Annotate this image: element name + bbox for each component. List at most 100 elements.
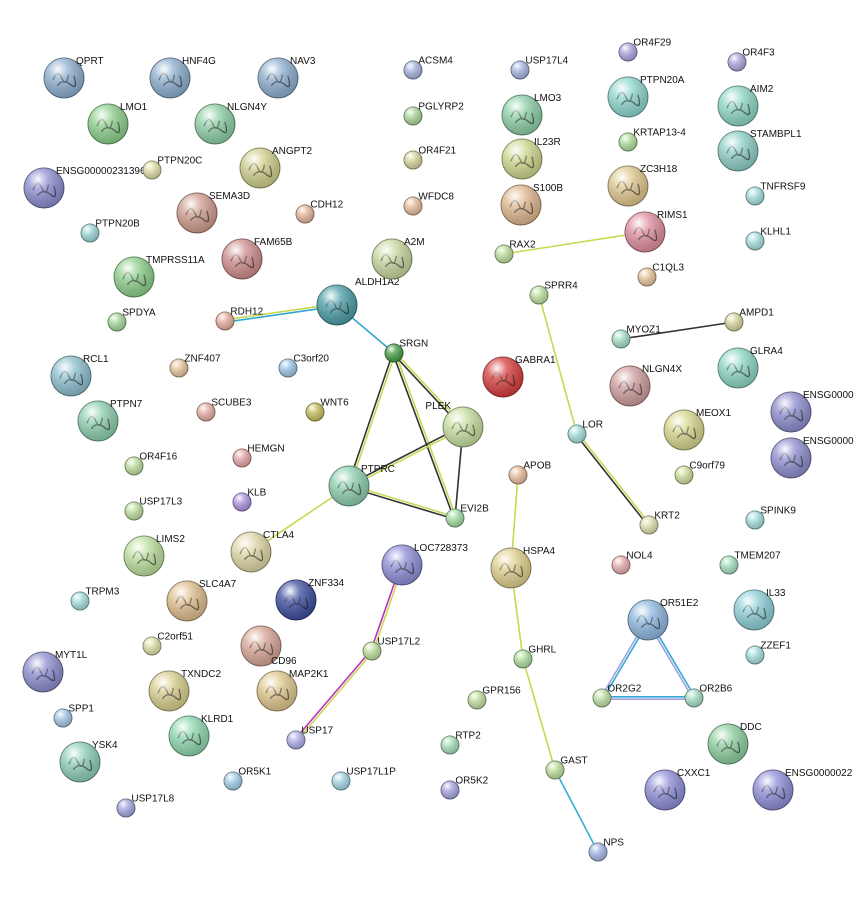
node-apob[interactable]: APOB	[508, 461, 552, 485]
node-ptpn20c[interactable]: PTPN20C	[142, 156, 202, 180]
node-zc3h18[interactable]: ZC3H18	[607, 164, 678, 207]
node-usp17[interactable]: USP17	[286, 726, 334, 750]
node-or4f16[interactable]: OR4F16	[124, 452, 178, 476]
node-rtp2[interactable]: RTP2	[440, 731, 481, 755]
node-or5k1[interactable]: OR5K1	[223, 767, 272, 791]
node-gabra1[interactable]: GABRA1	[482, 355, 556, 398]
node-aim2[interactable]: AIM2	[717, 84, 774, 127]
node-ampd1[interactable]: AMPD1	[724, 308, 774, 332]
node-ensg0000022[interactable]: ENSG0000022	[752, 768, 853, 811]
node-klhl1[interactable]: KLHL1	[745, 227, 791, 251]
node-ptpn20a[interactable]: PTPN20A	[607, 75, 685, 118]
node-ptprc[interactable]: PTPRC	[328, 464, 395, 507]
node-txndc2[interactable]: TXNDC2	[148, 669, 221, 712]
node-usp17l8[interactable]: USP17L8	[116, 794, 175, 818]
node-ysk4[interactable]: YSK4	[59, 740, 118, 783]
node-lor[interactable]: LOR	[567, 420, 603, 444]
node-ptpn20b[interactable]: PTPN20B	[80, 219, 140, 243]
node-spink9[interactable]: SPINK9	[745, 506, 796, 530]
node-krtap13-4[interactable]: KRTAP13-4	[618, 128, 686, 152]
node-fam65b[interactable]: FAM65B	[221, 237, 293, 280]
node-zzef1[interactable]: ZZEF1	[745, 641, 791, 665]
node-evi2b[interactable]: EVI2B	[445, 504, 489, 528]
node-il23r[interactable]: IL23R	[501, 137, 561, 180]
node-pglyrp2[interactable]: PGLYRP2	[403, 102, 464, 126]
node-myoz1[interactable]: MYOZ1	[611, 325, 661, 349]
node-ddc[interactable]: DDC	[707, 722, 762, 765]
node-s100b[interactable]: S100B	[500, 183, 563, 226]
node-sema3d[interactable]: SEMA3D	[176, 191, 250, 234]
node-il33[interactable]: IL33	[733, 588, 786, 631]
node-aldh1a2[interactable]: ALDH1A2	[316, 277, 400, 326]
node-angpt2[interactable]: ANGPT2	[239, 146, 312, 189]
node-c3orf20[interactable]: C3orf20	[278, 354, 329, 378]
node-rcl1[interactable]: RCL1	[50, 354, 109, 397]
node-ptpn7[interactable]: PTPN7	[77, 399, 143, 442]
node-map2k1[interactable]: MAP2K1	[256, 669, 329, 712]
node-klb[interactable]: KLB	[232, 488, 267, 512]
node-krt2[interactable]: KRT2	[639, 511, 680, 535]
node-cxxc1[interactable]: CXXC1	[644, 768, 711, 811]
node-lmo3[interactable]: LMO3	[501, 93, 562, 136]
node-c9orf79[interactable]: C9orf79	[674, 461, 725, 485]
node-gpr156[interactable]: GPR156	[467, 686, 521, 710]
node-nlgn4x[interactable]: NLGN4X	[609, 364, 682, 407]
node-sprr4[interactable]: SPRR4	[529, 281, 578, 305]
node-scube3[interactable]: SCUBE3	[196, 398, 252, 422]
node-ensg0000b[interactable]: ENSG0000	[770, 436, 854, 479]
node-znf407[interactable]: ZNF407	[169, 354, 221, 378]
node-myt1l[interactable]: MYT1L	[22, 650, 88, 693]
node-c1ql3[interactable]: C1QL3	[637, 263, 685, 287]
node-wfdc8[interactable]: WFDC8	[403, 192, 454, 216]
node-srgn[interactable]: SRGN	[384, 339, 428, 363]
node-plek[interactable]: PLEK	[425, 401, 484, 448]
node-or51e2[interactable]: OR51E2	[627, 598, 699, 641]
node-rax2[interactable]: RAX2	[494, 240, 536, 264]
node-ensg0000a[interactable]: ENSG0000	[770, 390, 854, 433]
node-or5k2[interactable]: OR5K2	[440, 776, 489, 800]
node-stambpl1[interactable]: STAMBPL1	[717, 129, 802, 172]
node-hemgn[interactable]: HEMGN	[232, 444, 285, 468]
node-slc4a7[interactable]: SLC4A7	[166, 579, 237, 622]
node-wnt6[interactable]: WNT6	[305, 398, 349, 422]
node-gast[interactable]: GAST	[545, 756, 588, 780]
node-ensg00000231396[interactable]: ENSG00000231396	[23, 166, 146, 209]
node-klrd1[interactable]: KLRD1	[168, 714, 234, 757]
node-tnfrsf9[interactable]: TNFRSF9	[745, 182, 806, 206]
node-nps[interactable]: NPS	[588, 838, 624, 862]
node-usp17l4[interactable]: USP17L4	[510, 56, 569, 80]
node-rims1[interactable]: RIMS1	[624, 210, 688, 253]
node-hnf4g[interactable]: HNF4G	[149, 56, 216, 99]
node-or4f21[interactable]: OR4F21	[403, 146, 457, 170]
node-lmo1[interactable]: LMO1	[87, 102, 148, 145]
node-tmprss11a[interactable]: TMPRSS11A	[113, 255, 205, 298]
node-or4f3[interactable]: OR4F3	[727, 48, 775, 72]
node-qprt[interactable]: QPRT	[43, 56, 104, 99]
node-tmem207[interactable]: TMEM207	[719, 551, 781, 575]
node-hspa4[interactable]: HSPA4	[490, 546, 555, 589]
node-usp17l2[interactable]: USP17L2	[362, 637, 421, 661]
node-ghrl[interactable]: GHRL	[513, 645, 557, 669]
node-cd96[interactable]: CD96	[240, 625, 297, 667]
node-glra4[interactable]: GLRA4	[717, 346, 783, 389]
node-c2orf51[interactable]: C2orf51	[142, 632, 193, 656]
node-meox1[interactable]: MEOX1	[663, 408, 731, 451]
node-usp17l3[interactable]: USP17L3	[124, 497, 183, 521]
node-nav3[interactable]: NAV3	[257, 56, 316, 99]
node-rdh12[interactable]: RDH12	[215, 307, 264, 331]
node-ctla4[interactable]: CTLA4	[230, 530, 295, 573]
node-or2b6[interactable]: OR2B6	[684, 684, 733, 708]
node-spp1[interactable]: SPP1	[53, 704, 94, 728]
node-nlgn4y[interactable]: NLGN4Y	[194, 102, 267, 145]
node-nol4[interactable]: NOL4	[611, 551, 653, 575]
node-or4f29[interactable]: OR4F29	[618, 38, 672, 62]
node-znf334[interactable]: ZNF334	[275, 578, 345, 621]
node-trpm3[interactable]: TRPM3	[70, 587, 120, 611]
node-cdh12[interactable]: CDH12	[295, 200, 344, 224]
node-loc728373[interactable]: LOC728373	[381, 543, 468, 586]
node-usp17l1p[interactable]: USP17L1P	[331, 767, 396, 791]
node-spdya[interactable]: SPDYA	[107, 308, 156, 332]
node-lims2[interactable]: LIMS2	[123, 534, 185, 577]
node-a2m[interactable]: A2M	[371, 237, 425, 280]
node-acsm4[interactable]: ACSM4	[403, 56, 453, 80]
